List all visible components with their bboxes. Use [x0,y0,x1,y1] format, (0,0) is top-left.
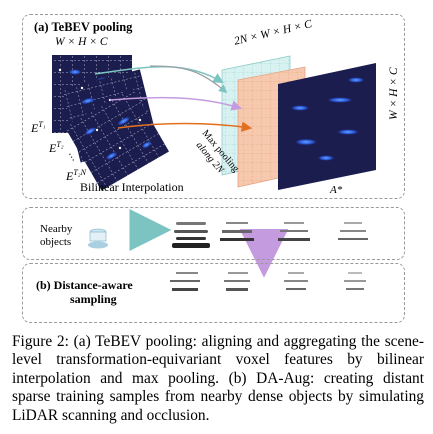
panel-a-frame [22,14,405,199]
arrow-orange [117,121,253,132]
arrow-gray [149,65,228,94]
sample-row-2 [170,272,366,291]
output-label: A* [330,184,343,196]
figure-caption: Figure 2: (a) TeBEV pooling: aligning an… [12,333,424,424]
sample-row-1 [172,222,368,248]
input-dims-label: W × H × C [55,36,108,48]
feature-label-t2: ET₂ [49,140,64,155]
bilinear-label: Bilinear Interpolation [80,180,184,194]
panel-b-title-2: sampling [70,292,117,306]
figure-2: (a) TeBEV pooling W × H × C 2N × W × H ×… [22,14,405,323]
feature-label-t2n: ET₂N [66,168,86,183]
nearby-object-icon [88,228,108,249]
panel-b-bottom-frame [22,263,405,323]
feature-map-t2n [64,87,170,191]
feature-label-t1: ET₁ [31,120,46,135]
tebev-diagram [52,55,376,291]
nearby-label: Nearby [40,223,73,235]
objects-label: objects [40,236,72,248]
panel-b-top-frame [22,207,405,260]
arrow-purple [109,96,243,111]
panel-b-title-1: (b) Distance-aware [36,278,133,292]
panel-a-title: (a) TeBEV pooling [34,20,133,34]
output-map-a-star [278,63,376,190]
